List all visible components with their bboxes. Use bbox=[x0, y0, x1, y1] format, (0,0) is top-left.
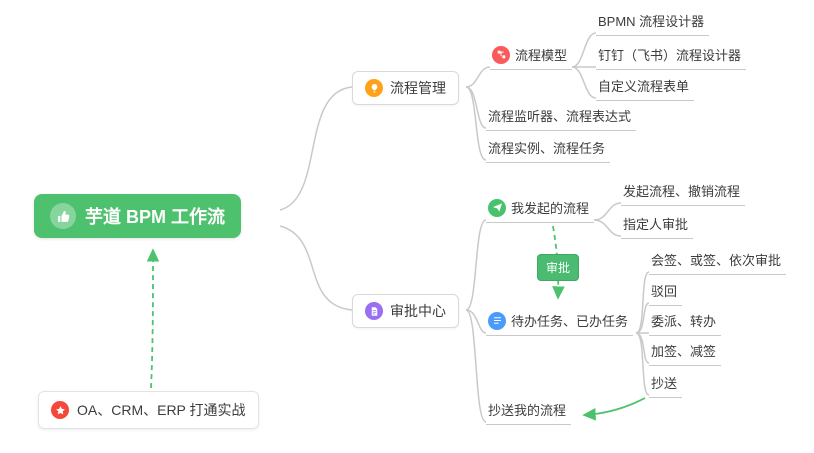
node-label: 指定人审批 bbox=[623, 217, 689, 232]
arrow-note-to-root bbox=[146, 248, 160, 389]
node-label: 驳回 bbox=[651, 284, 678, 299]
badge-label: 审批 bbox=[546, 261, 571, 275]
document-icon bbox=[365, 302, 383, 320]
node-custom-form[interactable]: 自定义流程表单 bbox=[596, 76, 695, 101]
connector-model-custom bbox=[571, 66, 597, 99]
node-dingtalk-designer[interactable]: 钉钉（飞书）流程设计器 bbox=[596, 45, 747, 70]
connector-init-initiate bbox=[593, 202, 622, 221]
practice-note[interactable]: OA、CRM、ERP 打通实战 bbox=[38, 391, 259, 429]
node-label: 会签、或签、依次审批 bbox=[651, 253, 782, 268]
node-cc[interactable]: 抄送 bbox=[649, 373, 683, 398]
flow-icon bbox=[492, 45, 510, 64]
connector-todo-reject bbox=[635, 302, 650, 334]
node-label: BPMN 流程设计器 bbox=[598, 14, 705, 29]
node-label: 发起流程、撤销流程 bbox=[623, 184, 741, 199]
branch-label: 审批中心 bbox=[390, 303, 446, 319]
connector-pm-listener bbox=[465, 86, 487, 129]
node-listener-expression[interactable]: 流程监听器、流程表达式 bbox=[486, 106, 637, 131]
node-label: 加签、减签 bbox=[651, 344, 717, 359]
node-label: 自定义流程表单 bbox=[598, 79, 690, 94]
branch-approval-center[interactable]: 审批中心 bbox=[352, 294, 459, 328]
node-add-reduce-sign[interactable]: 加签、减签 bbox=[649, 341, 722, 366]
node-countersign[interactable]: 会签、或签、依次审批 bbox=[649, 250, 787, 275]
checklist-icon bbox=[488, 311, 506, 330]
connector-root-approval-center bbox=[279, 225, 353, 311]
node-my-initiated[interactable]: 我发起的流程 bbox=[486, 198, 595, 223]
connector-ac-cc-my bbox=[465, 309, 487, 423]
node-initiate-cancel[interactable]: 发起流程、撤销流程 bbox=[621, 181, 746, 206]
node-label: 流程模型 bbox=[515, 48, 568, 63]
connector-ac-my-initiated bbox=[465, 219, 487, 311]
branch-label: 流程管理 bbox=[390, 80, 446, 96]
note-label: OA、CRM、ERP 打通实战 bbox=[77, 402, 246, 418]
node-assignee-approval[interactable]: 指定人审批 bbox=[621, 214, 694, 239]
node-process-model[interactable]: 流程模型 bbox=[490, 45, 573, 70]
node-label: 抄送 bbox=[651, 376, 678, 391]
arrow-cc-to-ccmy bbox=[582, 397, 646, 421]
node-bpmn-designer[interactable]: BPMN 流程设计器 bbox=[596, 11, 710, 36]
node-label: 流程实例、流程任务 bbox=[488, 141, 606, 156]
node-reject[interactable]: 驳回 bbox=[649, 281, 683, 306]
approval-badge: 审批 bbox=[537, 254, 580, 281]
star-icon bbox=[51, 401, 69, 419]
root-node[interactable]: 芋道 BPM 工作流 bbox=[34, 194, 242, 238]
connector-pm-instance bbox=[465, 86, 487, 161]
node-label: 委派、转办 bbox=[651, 314, 717, 329]
node-todo-done[interactable]: 待办任务、已办任务 bbox=[486, 311, 634, 336]
node-instance-task[interactable]: 流程实例、流程任务 bbox=[486, 138, 611, 163]
connector-ac-todo bbox=[465, 309, 487, 334]
connector-todo-countersign bbox=[635, 271, 650, 334]
thumbs-up-icon bbox=[50, 203, 76, 229]
connector-pm-process-model bbox=[465, 66, 491, 88]
connector-root-process-management bbox=[279, 86, 353, 211]
node-label: 钉钉（飞书）流程设计器 bbox=[598, 48, 742, 63]
branch-process-management[interactable]: 流程管理 bbox=[352, 71, 459, 105]
node-label: 我发起的流程 bbox=[511, 201, 590, 216]
root-label: 芋道 BPM 工作流 bbox=[85, 207, 226, 227]
paper-plane-icon bbox=[488, 198, 506, 217]
node-label: 流程监听器、流程表达式 bbox=[488, 109, 632, 124]
lightbulb-icon bbox=[365, 79, 383, 97]
connector-todo-cc bbox=[635, 332, 650, 396]
node-delegate-transfer[interactable]: 委派、转办 bbox=[649, 311, 722, 336]
connector-todo-addsign bbox=[635, 332, 650, 364]
node-cc-my-process[interactable]: 抄送我的流程 bbox=[486, 400, 572, 425]
node-label: 抄送我的流程 bbox=[488, 403, 567, 418]
node-label: 待办任务、已办任务 bbox=[511, 314, 629, 329]
connector-init-assignee bbox=[593, 219, 622, 237]
connector-model-bpmn bbox=[571, 32, 597, 68]
